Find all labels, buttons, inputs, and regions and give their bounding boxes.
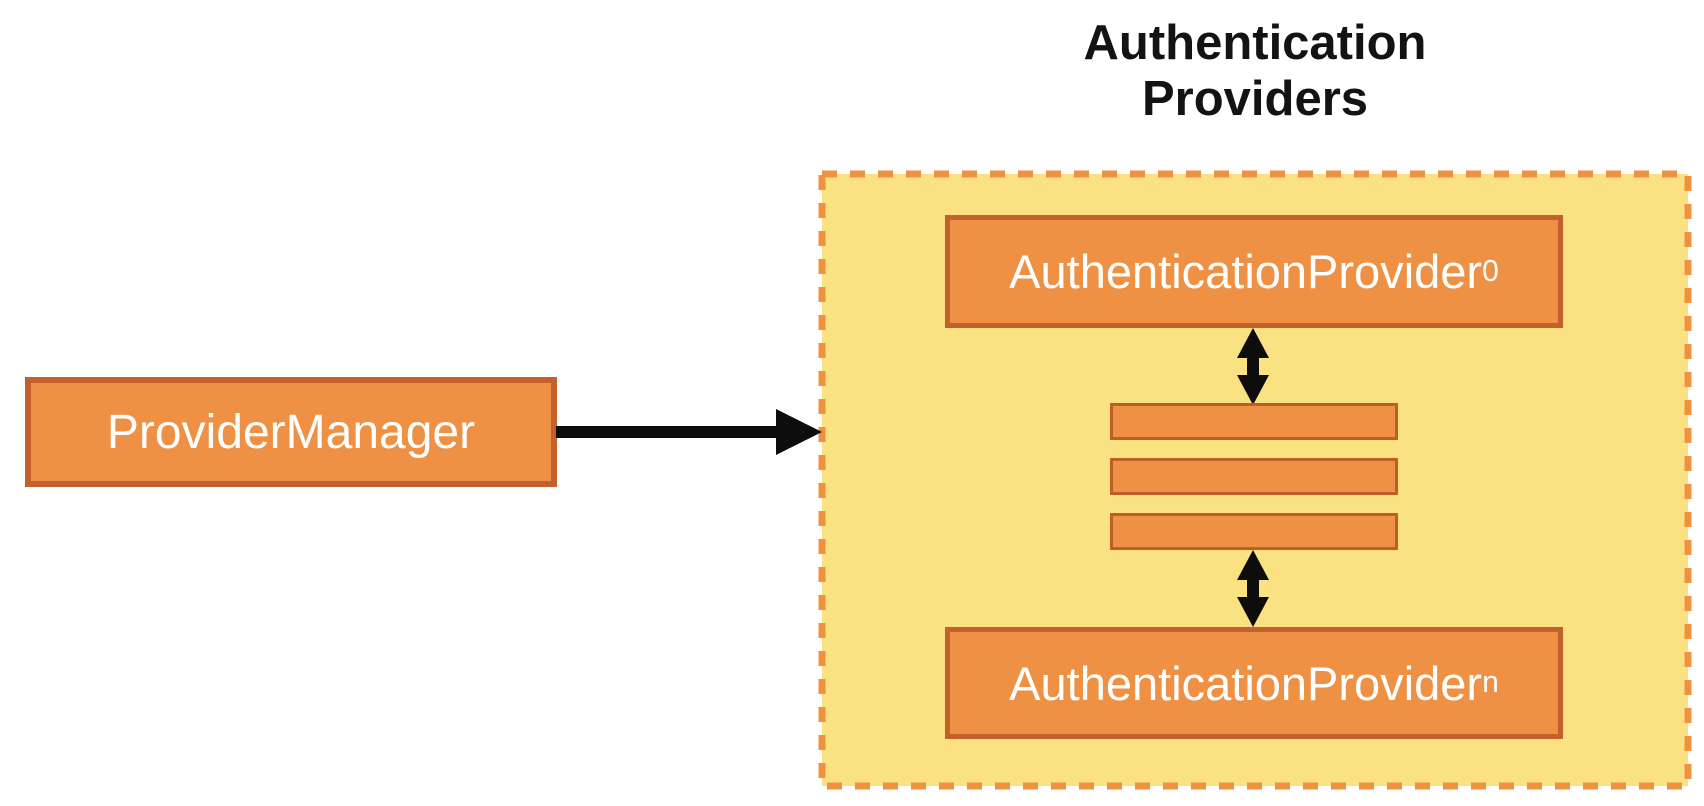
node-label: AuthenticationProvider [1009,656,1483,710]
right-arrow-icon [556,409,822,455]
group-title-line1: Authentication [1083,16,1427,70]
ellipsis-bar [1110,403,1398,440]
node-provider-manager: ProviderManager [25,377,557,487]
double-arrow-top-icon [1237,328,1269,405]
ellipsis-bar [1110,513,1398,550]
double-arrow-bottom-icon [1237,550,1269,627]
node-label: AuthenticationProvider [1009,245,1483,298]
ellipsis-bar [1110,458,1398,495]
group-title-line2: Providers [1141,71,1369,126]
node-label-subscript: 0 [1482,254,1499,288]
group-title: Authentication Providers [955,16,1555,128]
node-label: ProviderManager [106,405,476,459]
node-label-subscript: n [1482,666,1499,699]
